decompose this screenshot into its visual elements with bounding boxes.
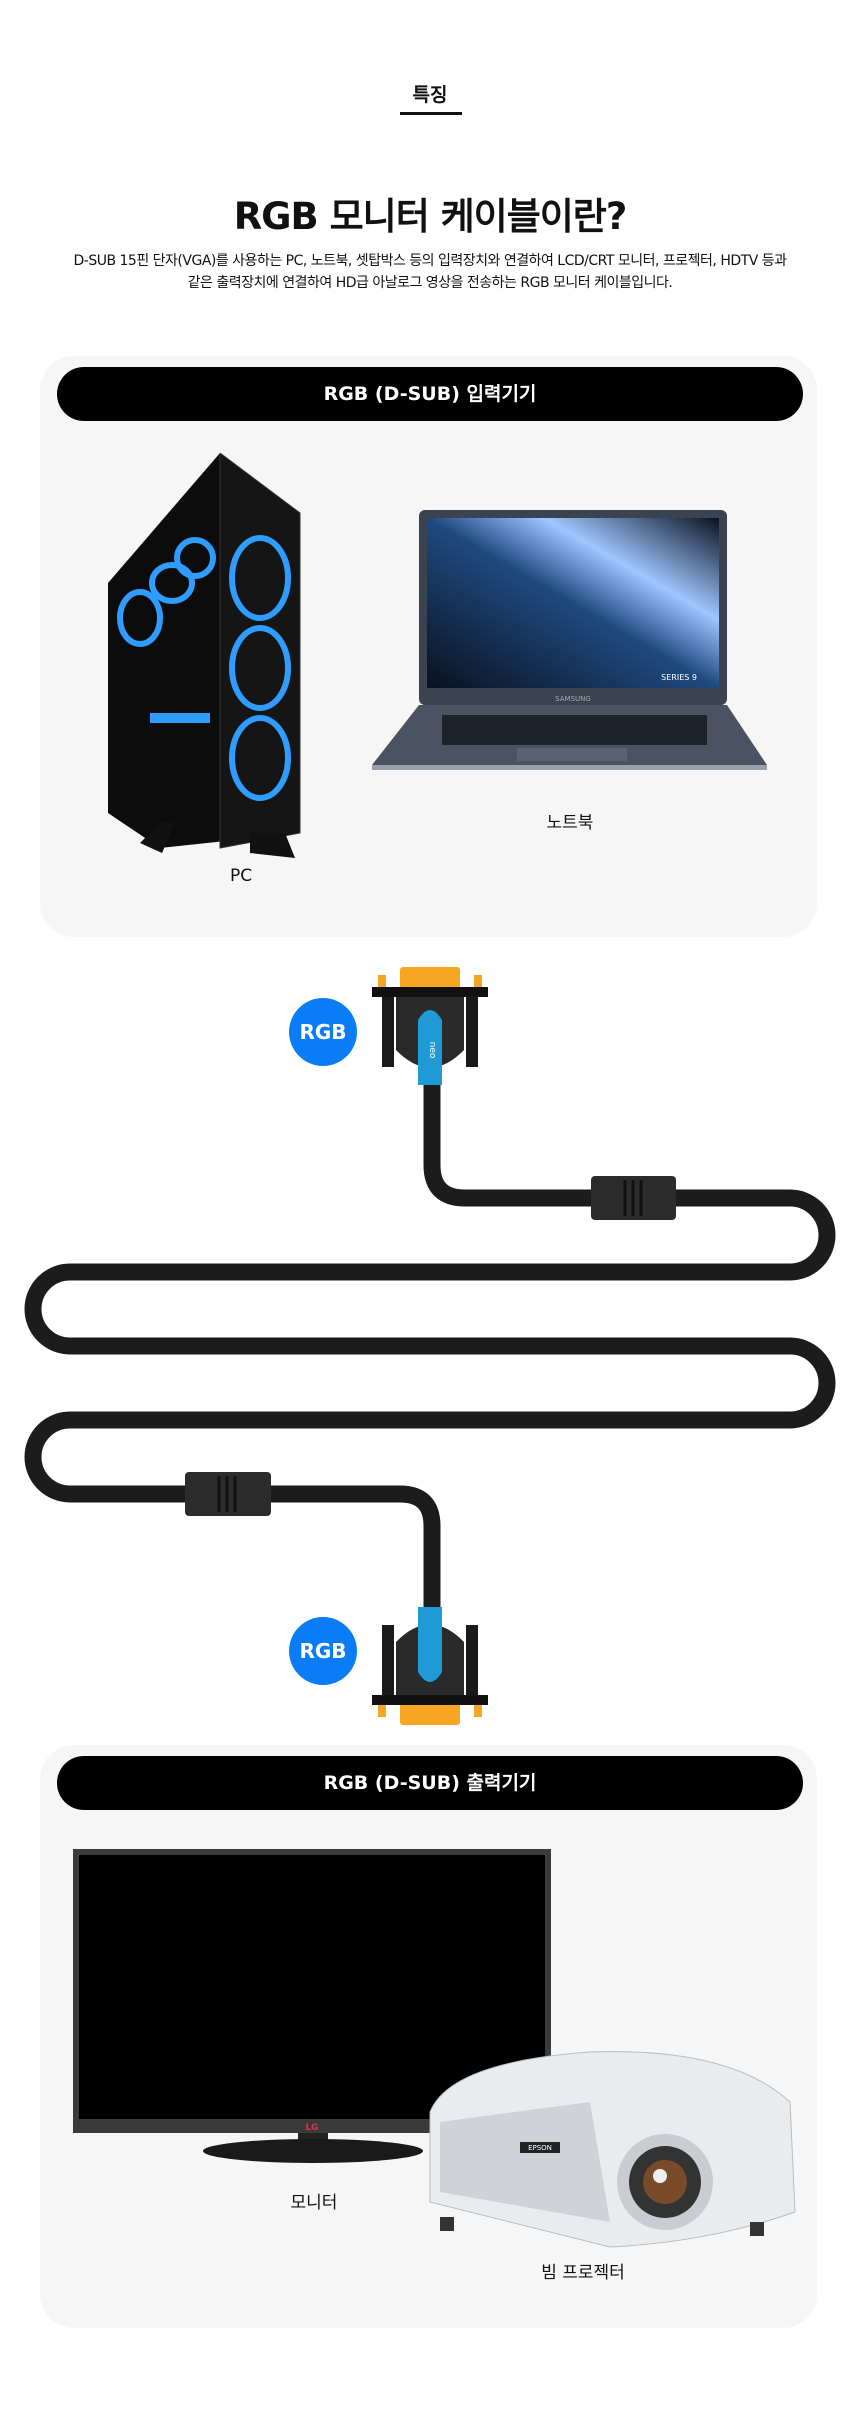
section-underline xyxy=(400,112,462,115)
laptop-badge: SERIES 9 xyxy=(661,673,697,682)
monitor-brand: LG xyxy=(305,2123,318,2133)
rgb-cable-illustration: neo xyxy=(24,967,836,1725)
page-title: RGB 모니터 케이블이란? xyxy=(233,195,628,238)
pc-tower-image xyxy=(108,453,301,858)
vga-connector-bottom xyxy=(372,1607,488,1725)
input-panel-title: RGB (D-SUB) 입력기기 xyxy=(57,367,803,421)
vga-connector-top: neo xyxy=(372,967,488,1085)
pc-label: PC xyxy=(229,866,253,886)
projector-label: 빔 프로젝터 xyxy=(541,2263,625,2283)
laptop-image: SAMSUNG SERIES 9 xyxy=(372,510,767,770)
connector-brand: neo xyxy=(427,1042,437,1059)
input-devices-panel: RGB (D-SUB) 입력기기 PC SAMSUNG SERIES 9 노트북 xyxy=(40,356,817,937)
output-devices-panel: RGB (D-SUB) 출력기기 LG 모니터 EPSON 빔 프로젝터 xyxy=(40,1745,817,2328)
projector-image: EPSON xyxy=(429,2051,796,2248)
description-line: D-SUB 15핀 단자(VGA)를 사용하는 PC, 노트북, 셋탑박스 등의… xyxy=(73,253,787,269)
description: D-SUB 15핀 단자(VGA)를 사용하는 PC, 노트북, 셋탑박스 등의… xyxy=(0,250,860,294)
projector-brand: EPSON xyxy=(528,2144,552,2152)
rgb-badge-bottom: RGB xyxy=(289,1617,357,1685)
rgb-badge-top: RGB xyxy=(289,998,357,1066)
description-line: 같은 출력장치에 연결하여 HD급 아날로그 영상을 전송하는 RGB 모니터 … xyxy=(187,275,673,291)
laptop-label: 노트북 xyxy=(546,813,594,833)
monitor-label: 모니터 xyxy=(290,2193,338,2213)
ferrite-core xyxy=(185,1472,271,1516)
laptop-brand: SAMSUNG xyxy=(555,695,591,703)
ferrite-core xyxy=(591,1176,676,1220)
section-label: 특징 xyxy=(412,84,448,106)
output-panel-title: RGB (D-SUB) 출력기기 xyxy=(57,1756,803,1810)
